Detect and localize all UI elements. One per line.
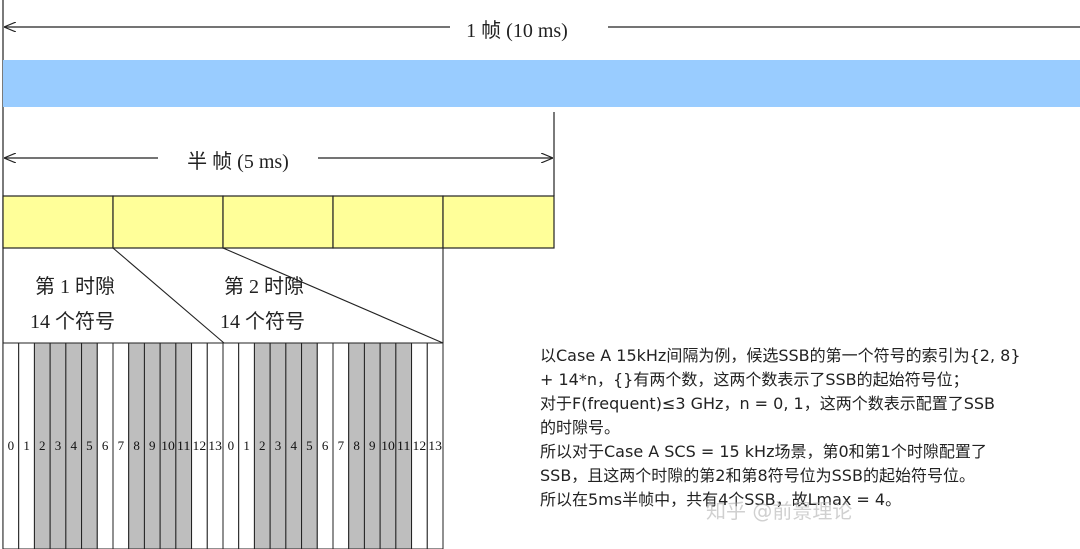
- half-frame-slots: [2, 195, 555, 249]
- symbol-index-label: 5: [86, 438, 93, 453]
- symbol-index-label: 13: [428, 438, 442, 453]
- symbol-index-label: 2: [39, 438, 46, 453]
- half-frame-label: 半 帧 (5 ms): [187, 150, 289, 173]
- half-frame-slot: [442, 195, 555, 249]
- explanation-text: 以Case A 15kHz间隔为例，候选SSB的第一个符号的索引为{2, 8} …: [540, 344, 1080, 512]
- symbol-index-label: 1: [243, 438, 250, 453]
- symbol-index-label: 9: [369, 438, 376, 453]
- symbol-index-label: 6: [102, 438, 109, 453]
- symbol-index-label: 11: [397, 438, 411, 453]
- symbol-index-label: 4: [290, 438, 297, 453]
- symbol-index-label: 10: [161, 438, 175, 453]
- symbol-index-label: 4: [70, 438, 77, 453]
- symbol-index-label: 11: [177, 438, 191, 453]
- half-frame-slot: [2, 195, 114, 249]
- symbol-index-label: 10: [381, 438, 395, 453]
- watermark: 知乎 @前景理论: [706, 499, 853, 523]
- explanation-line: + 14*n，{}有两个数，这两个数表示了SSB的起始符号位；: [540, 370, 969, 389]
- half-frame-slot: [112, 195, 224, 249]
- slot-2-symbols: 14 个符号: [220, 310, 305, 333]
- half-frame-slot: [332, 195, 444, 249]
- explanation-line: SSB，且这两个时隙的第2和第8符号位为SSB的起始符号位。: [540, 466, 975, 485]
- frame-label: 1 帧 (10 ms): [466, 19, 568, 42]
- symbol-index-label: 1: [23, 438, 30, 453]
- symbol-index-label: 12: [413, 438, 427, 453]
- symbol-index-label: 0: [228, 438, 235, 453]
- symbol-index-label: 9: [149, 438, 156, 453]
- symbol-index-label: 2: [259, 438, 266, 453]
- symbol-index-label: 8: [353, 438, 360, 453]
- symbol-index-label: 13: [208, 438, 222, 453]
- explanation-line: 的时隙号。: [540, 418, 621, 437]
- explanation-line: 所以对于Case A SCS = 15 kHz场景，第0和第1个时隙配置了: [540, 442, 987, 461]
- symbol-index-label: 8: [133, 438, 140, 453]
- frame-bar: [3, 60, 1080, 107]
- explanation-line: 以Case A 15kHz间隔为例，候选SSB的第一个符号的索引为{2, 8}: [540, 346, 1021, 365]
- slot-2-name: 第 2 时隙: [224, 275, 304, 298]
- slot-expansion-line: [222, 247, 444, 344]
- symbol-cell: [426, 342, 444, 549]
- symbol-index-label: 6: [322, 438, 329, 453]
- slot-expansion-line: [112, 247, 225, 344]
- symbol-index-label: 3: [55, 438, 62, 453]
- half-frame-slot: [222, 195, 334, 249]
- symbol-index-label: 12: [193, 438, 207, 453]
- slot-1-symbols: 14 个符号: [30, 310, 115, 333]
- symbol-index-label: 7: [118, 438, 125, 453]
- symbol-index-label: 5: [306, 438, 313, 453]
- explanation-line: 所以在5ms半帧中，共有4个SSB，故Lmax = 4。: [540, 490, 902, 509]
- symbol-index-label: 7: [338, 438, 345, 453]
- slot-1-name: 第 1 时隙: [35, 275, 115, 298]
- explanation-line: 对于F(frequent)≤3 GHz，n = 0, 1，这两个数表示配置了SS…: [540, 394, 995, 413]
- symbol-index-label: 0: [8, 438, 15, 453]
- symbol-index-label: 3: [275, 438, 282, 453]
